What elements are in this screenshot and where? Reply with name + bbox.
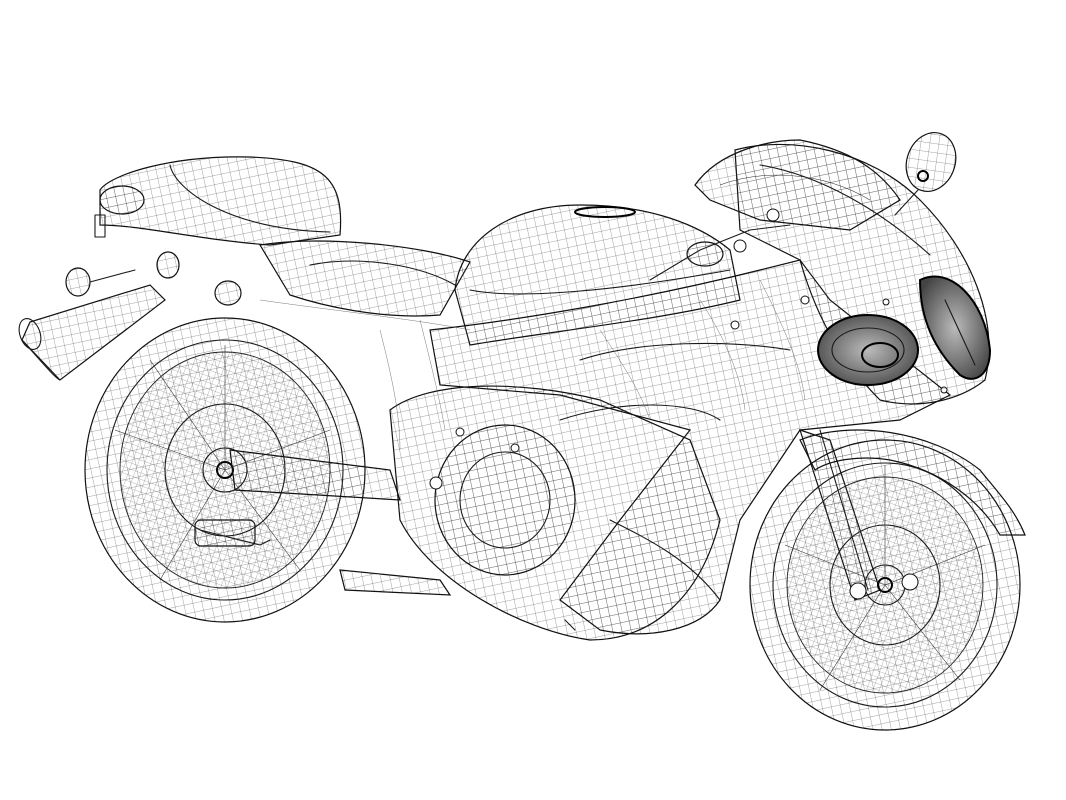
handlebar-assembly [649, 208, 791, 281]
windscreen [694, 139, 901, 231]
front-fender [799, 429, 1026, 536]
headlight-lower [817, 314, 919, 386]
footpeg-bracket [339, 569, 576, 631]
rear-wheel [84, 317, 366, 623]
wireframe-overlay [259, 279, 806, 451]
headlight-upper [918, 275, 992, 380]
tail-cowl [94, 156, 342, 246]
front-wheel [749, 439, 1021, 731]
exhaust-muffler [18, 284, 166, 381]
rear-turn-signal-right [156, 251, 242, 306]
rear-turn-signal-left [65, 267, 136, 297]
rear-brake-caliper [194, 519, 256, 547]
side-mirror [894, 132, 957, 216]
seat [259, 240, 471, 317]
